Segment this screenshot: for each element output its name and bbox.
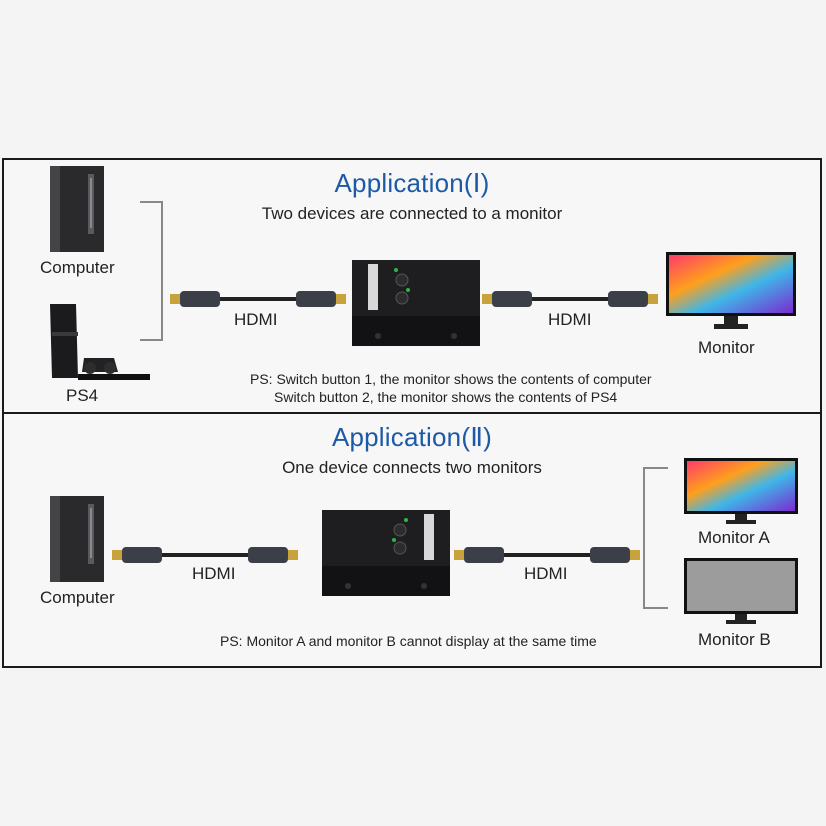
application-1-title: Application(Ⅰ): [334, 168, 490, 198]
computer-tower-icon: [50, 496, 104, 582]
hdmi-right-label: HDMI: [524, 564, 568, 583]
monitor-b-icon: [684, 558, 798, 624]
monitor-a-icon: [684, 458, 798, 524]
hdmi-cable-left: [170, 291, 346, 307]
hdmi-right-label: HDMI: [548, 310, 592, 329]
hdmi-left-label: HDMI: [192, 564, 236, 583]
ps4-console-icon: [50, 304, 150, 380]
hdmi-left-label: HDMI: [234, 310, 278, 329]
application-1-subtitle: Two devices are connected to a monitor: [261, 204, 563, 223]
output-bracket: [643, 467, 668, 609]
application-1-note-line-2: Switch button 2, the monitor shows the c…: [274, 389, 618, 405]
hdmi-cable-right: [454, 547, 640, 563]
application-2-subtitle: One device connects two monitors: [282, 458, 542, 477]
application-2-title: Application(Ⅱ): [331, 422, 493, 452]
input-bracket: [140, 201, 163, 341]
ps4-label: PS4: [66, 386, 99, 405]
application-1-panel: Application(Ⅰ) Two devices are connected…: [2, 158, 822, 414]
computer-label: Computer: [40, 588, 115, 607]
hdmi-cable-left: [112, 547, 298, 563]
hdmi-switch-box: [322, 510, 450, 596]
monitor-b-label: Monitor B: [698, 630, 771, 649]
monitor-label: Monitor: [698, 338, 755, 357]
computer-tower-icon: [50, 166, 104, 252]
computer-label: Computer: [40, 258, 115, 277]
application-1-note-line-1: PS: Switch button 1, the monitor shows t…: [250, 371, 652, 387]
monitor-a-label: Monitor A: [698, 528, 770, 547]
application-2-panel: Application(Ⅱ) One device connects two m…: [2, 412, 822, 668]
monitor-icon: [666, 252, 796, 329]
hdmi-switch-box: [352, 260, 480, 346]
application-2-note: PS: Monitor A and monitor B cannot displ…: [220, 633, 597, 649]
hdmi-cable-right: [482, 291, 658, 307]
